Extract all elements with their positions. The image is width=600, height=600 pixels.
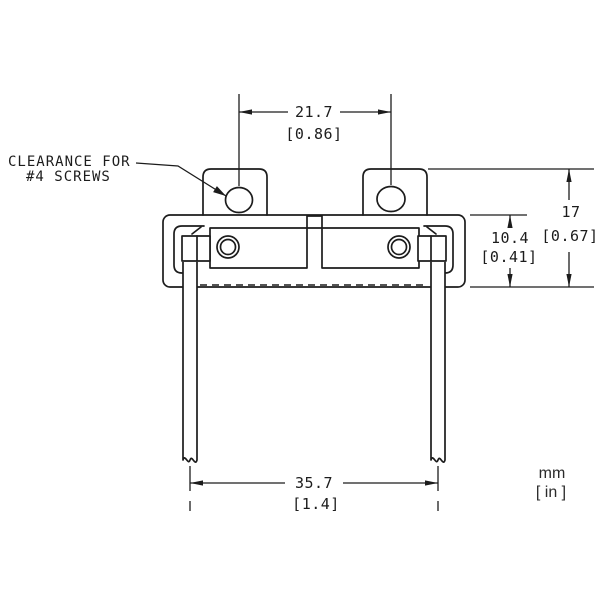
dim-value-mm: 35.7 [295, 474, 333, 492]
mounting-tab-left [202, 168, 268, 216]
dimension-body-height: 10.4 [0.41] [480, 215, 537, 287]
arrowhead-left [190, 480, 203, 486]
arrowhead-down [566, 274, 572, 287]
dim-value-mm: 21.7 [295, 103, 333, 121]
lead-left [182, 262, 198, 463]
terminal-clip-left [181, 235, 211, 262]
arrowhead-up [566, 169, 572, 182]
chamfer-left [191, 226, 202, 235]
mounting-tab-right [362, 168, 428, 216]
callout-leader [135, 162, 227, 197]
arrowhead-up [507, 215, 513, 228]
dim-value-in: [0.41] [480, 248, 537, 266]
thermostat-part [162, 168, 466, 463]
dim-value-in: [1.4] [292, 495, 340, 513]
screw-hole-right [376, 185, 406, 213]
callout-line1: CLEARANCE FOR [8, 154, 131, 170]
callout-line2: #4 SCREWS [26, 169, 111, 185]
lead-right [430, 262, 446, 463]
screw-hole-left [224, 186, 254, 214]
rivet-left-inner [219, 238, 237, 256]
terminal-block-left [209, 227, 308, 269]
units-secondary: [ in ] [536, 484, 566, 501]
dim-value-mm: 10.4 [491, 229, 529, 247]
callout-text: CLEARANCE FOR #4 SCREWS [8, 154, 131, 185]
dimension-lead-spacing: 35.7 [1.4] [189, 466, 439, 513]
device-body-inner-left [173, 225, 205, 274]
arrowhead-right [378, 109, 391, 115]
dimension-hole-spacing: 21.7 [0.86] [239, 103, 391, 143]
arrowhead-down [507, 274, 513, 287]
leader-arrowhead [213, 186, 226, 196]
dim-value-in: [0.86] [285, 125, 342, 143]
dimension-overall-height: 17 [0.67] [541, 169, 598, 287]
chamfer-right [426, 226, 437, 235]
units-primary: mm [539, 465, 566, 482]
rivet-right-inner [390, 238, 408, 256]
arrowhead-right [425, 480, 438, 486]
leader-line [135, 162, 227, 197]
dim-value-in: [0.67] [541, 227, 598, 245]
device-body-inner-right [423, 225, 454, 274]
center-notch [306, 215, 323, 229]
arrowhead-left [239, 109, 252, 115]
dim-value-mm: 17 [561, 203, 580, 221]
terminal-clip-right [417, 235, 447, 262]
units-note: mm [ in ] [536, 465, 566, 501]
